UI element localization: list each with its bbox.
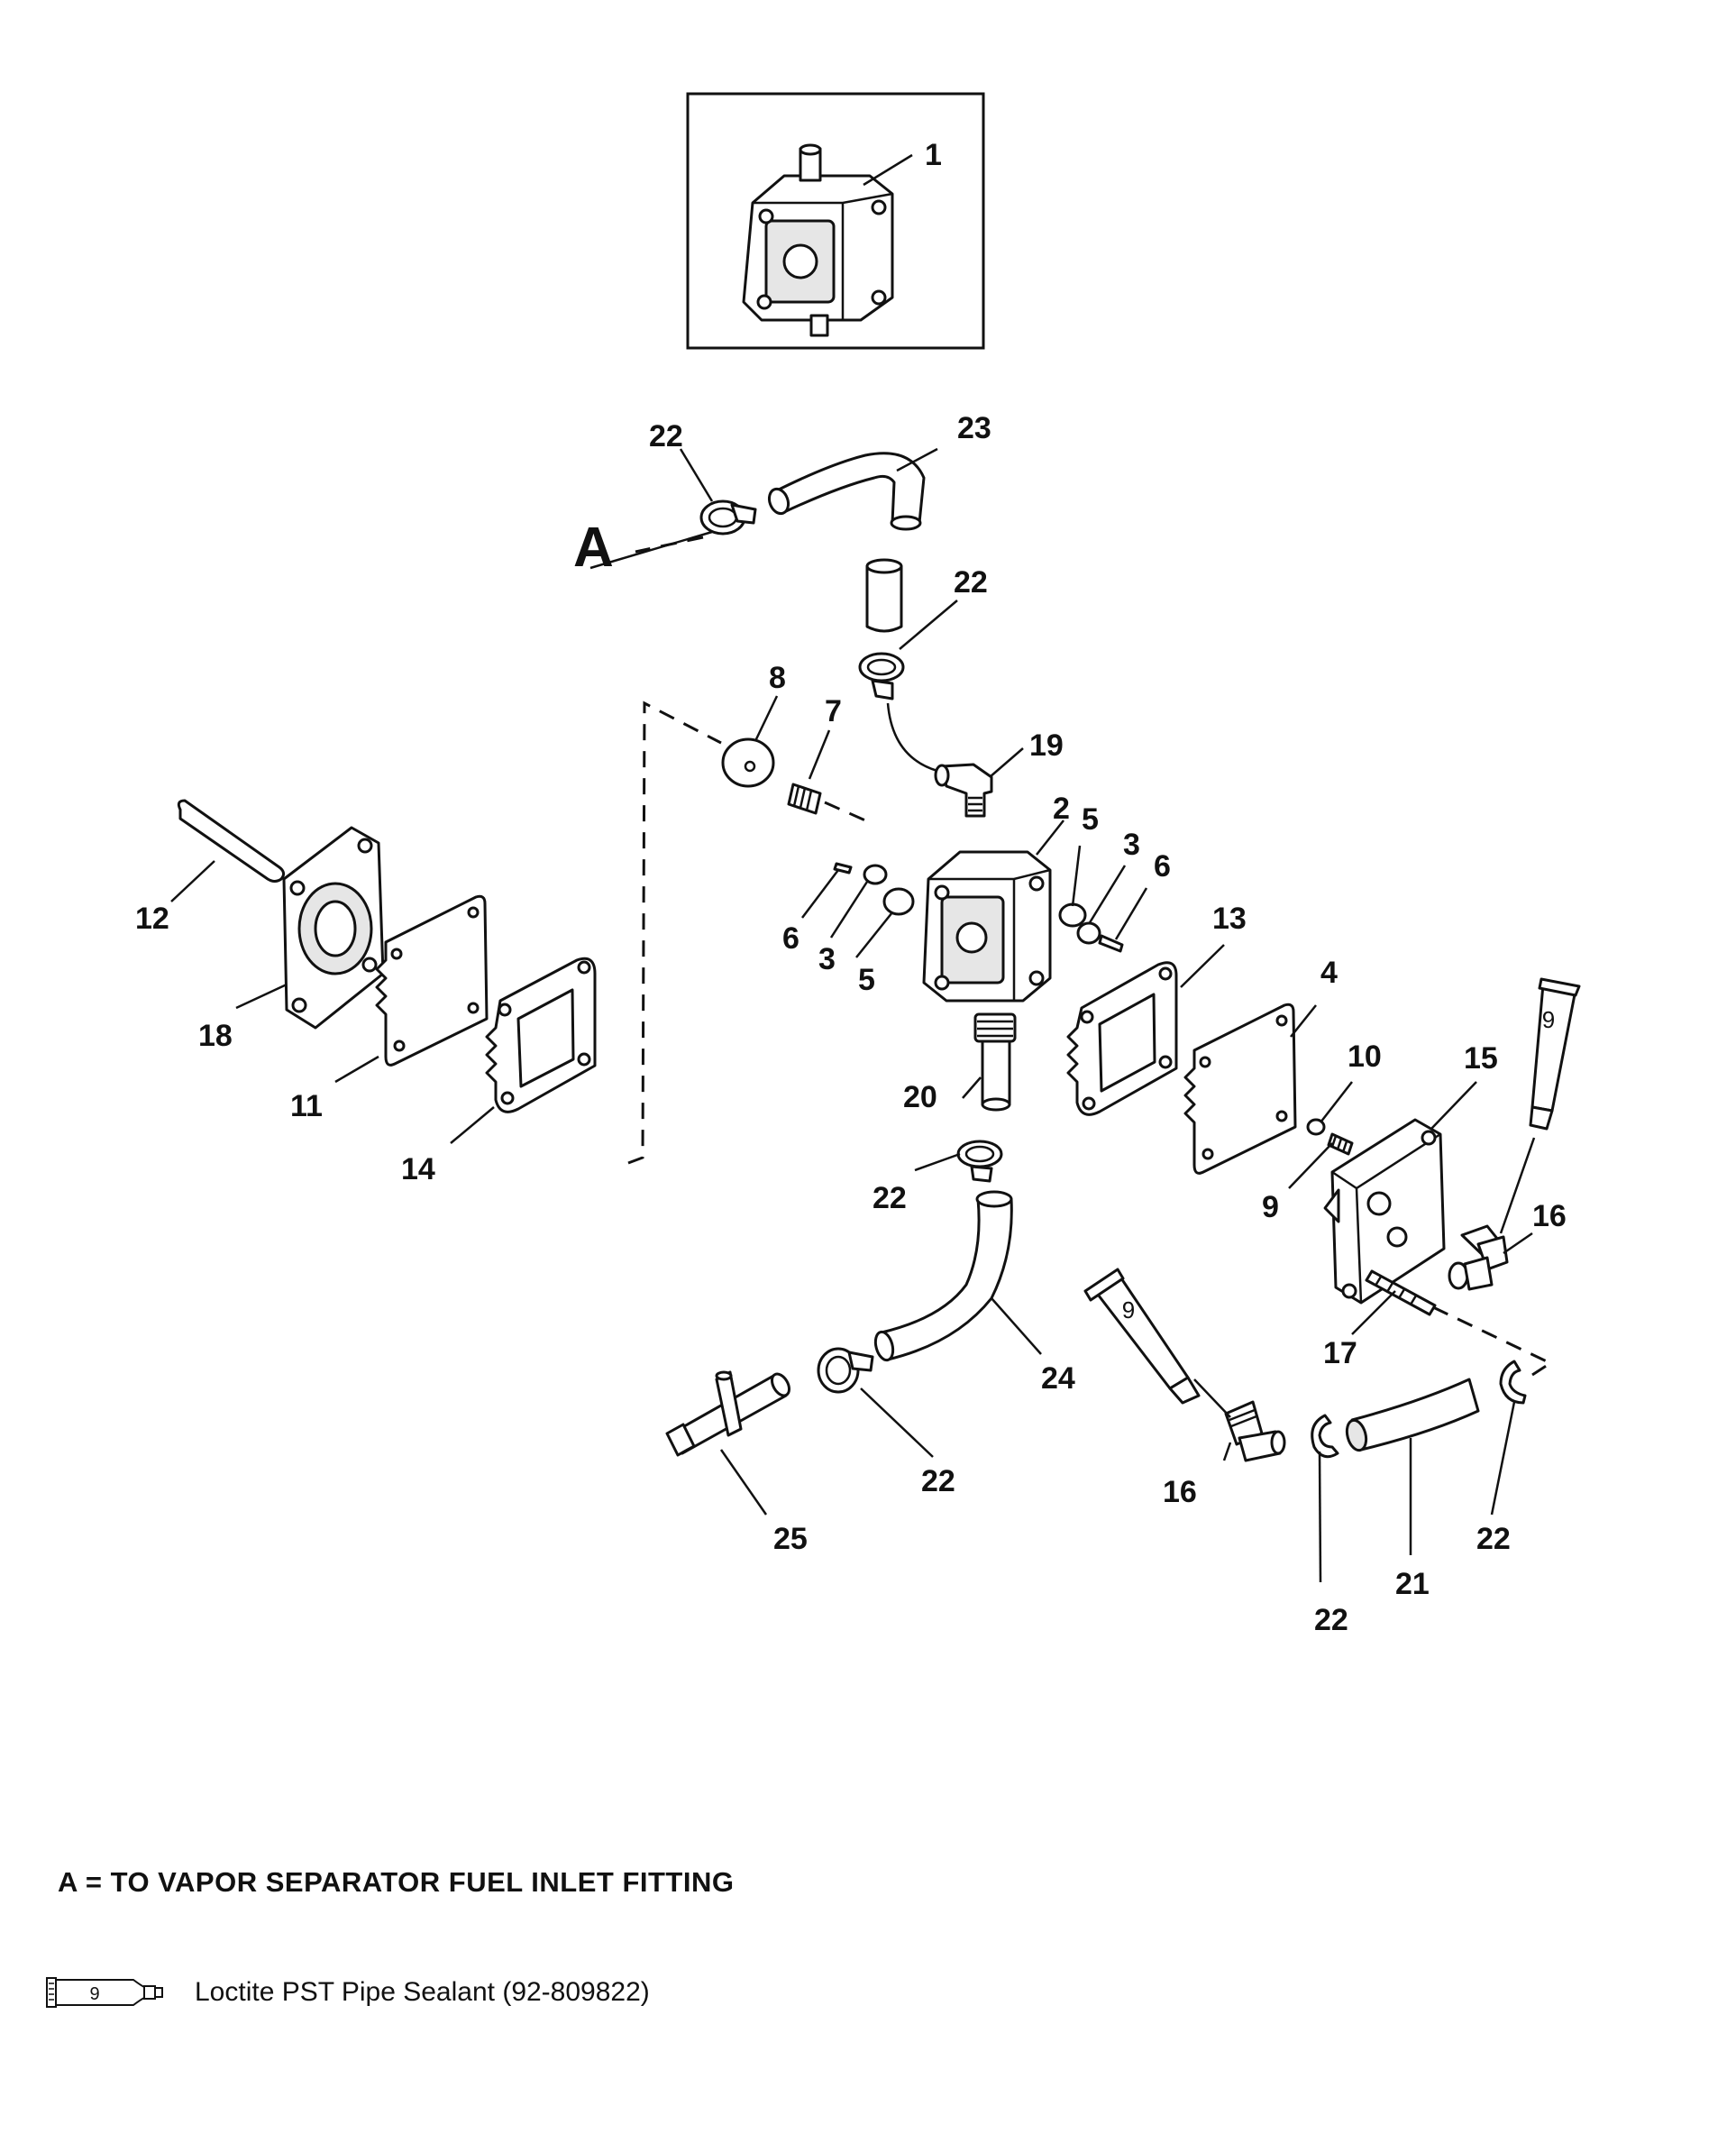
hose-clamp-mid (858, 652, 905, 701)
lower-hose (1345, 1378, 1480, 1452)
inset-assembly (686, 92, 985, 350)
callout-19: 19 (1029, 728, 1064, 763)
callout-3-left: 3 (818, 942, 836, 976)
callout-14: 14 (401, 1152, 435, 1186)
short-hose (865, 558, 903, 633)
callout-labels: 1 2 3 3 4 5 5 6 6 7 8 9 10 11 12 13 14 1… (135, 138, 1567, 1637)
callout-9: 9 (1262, 1190, 1279, 1224)
sealant-tube-left: 9 (1083, 1268, 1201, 1405)
check-valve-parts-right (1058, 902, 1124, 953)
callout-15: 15 (1464, 1041, 1498, 1076)
hose-clamp-lower-mid (956, 1140, 1003, 1183)
sealant-tube-right: 9 (1529, 977, 1581, 1131)
hose-clamp-top (699, 499, 757, 536)
reference-letter-a: A (573, 517, 614, 579)
callout-11: 11 (290, 1089, 323, 1123)
callout-22-lower-left: 22 (921, 1464, 955, 1498)
callout-22-top: 22 (649, 419, 683, 453)
callout-21: 21 (1395, 1567, 1430, 1601)
diaphragm-left (375, 894, 489, 1067)
callout-22-lower-right: 22 (1476, 1522, 1511, 1556)
callout-25: 25 (773, 1522, 808, 1556)
callout-2: 2 (1053, 792, 1070, 826)
callout-20: 20 (903, 1080, 937, 1114)
elbow-fitting (934, 763, 993, 818)
callout-24: 24 (1041, 1361, 1075, 1396)
pump-cover-right (1323, 1118, 1446, 1305)
callout-22-bottom: 22 (1314, 1603, 1348, 1637)
callout-16-lower: 16 (1163, 1475, 1197, 1509)
callout-23: 23 (957, 411, 991, 445)
legend: 9 Loctite PST Pipe Sealant (92-809822) (45, 1970, 650, 2015)
sealant-tube-right-number: 9 (1542, 1006, 1555, 1033)
legend-icon-number: 9 (89, 1984, 99, 2004)
stud (1365, 1269, 1437, 1316)
screw-and-washer (1306, 1118, 1354, 1156)
callout-4: 4 (1320, 956, 1338, 990)
pump-cover-left (177, 799, 385, 1030)
elbow-hose (767, 452, 926, 531)
callout-3-right: 3 (1123, 828, 1140, 862)
hose-clamp-lower-left (817, 1347, 874, 1394)
callout-18: 18 (198, 1019, 233, 1053)
footnote: A = TO VAPOR SEPARATOR FUEL INLET FITTIN… (58, 1866, 735, 1898)
callout-6-left: 6 (782, 921, 799, 956)
elbow-fitting-lower (1224, 1400, 1286, 1462)
callout-5-left: 5 (858, 963, 875, 997)
spring (787, 783, 822, 815)
callout-16-right: 16 (1532, 1199, 1567, 1233)
callout-17: 17 (1323, 1336, 1357, 1370)
sealant-tube-icon: 9 (46, 1977, 163, 2008)
callout-1: 1 (925, 138, 942, 172)
callout-13: 13 (1212, 902, 1247, 936)
fuel-pump-assembly (742, 143, 894, 337)
leader-lines (170, 447, 1536, 1583)
hose-clamp-lower-right-b (1499, 1360, 1527, 1405)
callout-6-right: 6 (1154, 849, 1171, 884)
check-valve-parts-left (833, 862, 915, 916)
curved-hose (873, 1190, 1013, 1362)
callout-22-hose: 22 (954, 565, 988, 600)
gasket-right (1066, 961, 1178, 1116)
gasket-left (485, 957, 597, 1113)
callout-5-right: 5 (1082, 802, 1099, 837)
check-valve-disc (721, 737, 775, 788)
hose-clamp-lower-right-a (1311, 1414, 1339, 1459)
callout-22-mid: 22 (873, 1181, 907, 1215)
sealant-tube-left-number: 9 (1122, 1296, 1135, 1323)
diaphragm-right (1183, 1003, 1297, 1175)
elbow-fitting-right (1448, 1224, 1509, 1291)
tee-fitting (665, 1370, 790, 1457)
callout-10: 10 (1348, 1039, 1382, 1074)
nipple-fitting (973, 1012, 1017, 1112)
callout-7: 7 (825, 694, 842, 728)
callout-8: 8 (769, 661, 786, 695)
pump-body (922, 850, 1052, 1003)
legend-text: Loctite PST Pipe Sealant (92-809822) (195, 1977, 650, 2007)
callout-12: 12 (135, 902, 169, 936)
